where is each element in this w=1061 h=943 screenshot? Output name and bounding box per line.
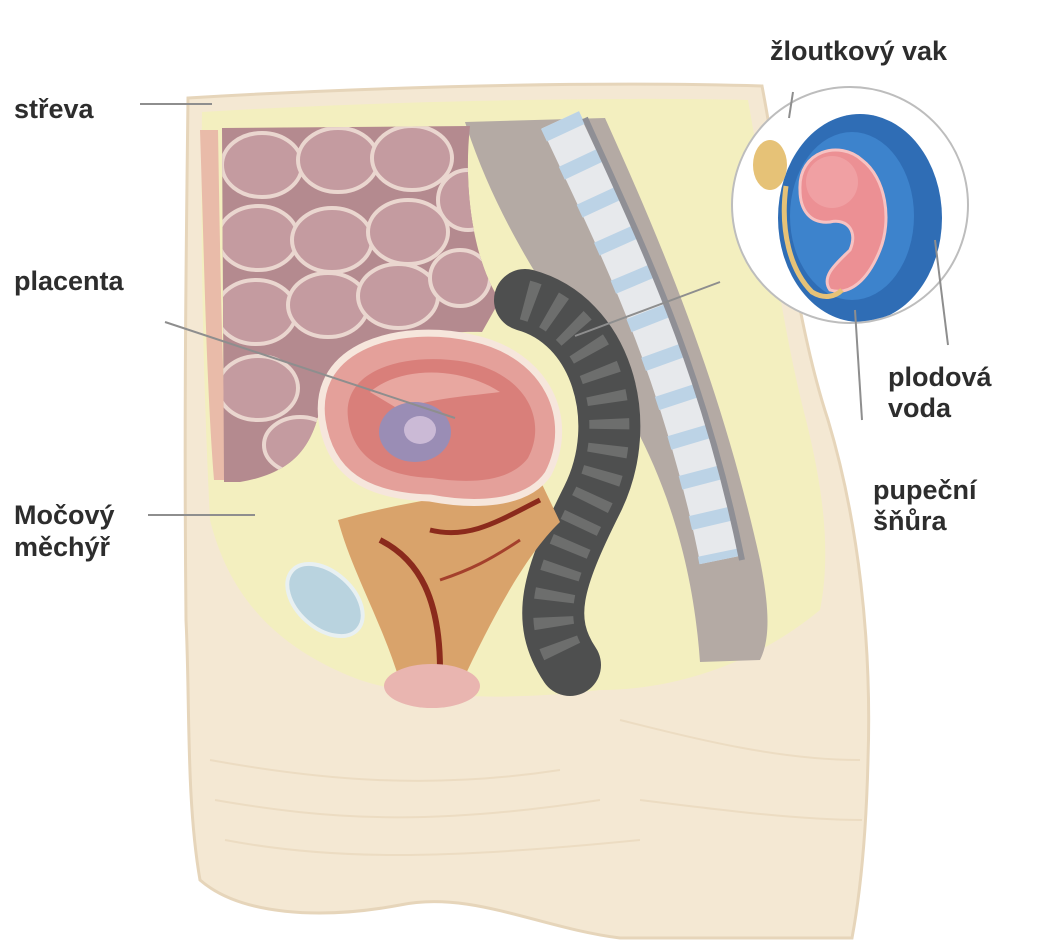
embryo-in-uterus bbox=[379, 402, 451, 462]
label-bladder-line2: měchýř bbox=[14, 532, 111, 562]
perineum bbox=[384, 664, 480, 708]
yolk-sac bbox=[753, 140, 787, 190]
label-umbilical-cord-line1: pupeční bbox=[873, 475, 978, 505]
label-placenta: placenta bbox=[14, 266, 125, 296]
label-intestines: střeva bbox=[14, 94, 95, 124]
embryo-inset bbox=[732, 87, 968, 323]
label-bladder-line1: Močový bbox=[14, 500, 115, 530]
label-umbilical-cord-line2: šňůra bbox=[873, 506, 948, 536]
label-amniotic-fluid-line1: plodová bbox=[888, 362, 992, 392]
label-yolk-sac: žloutkový vak bbox=[770, 36, 948, 66]
leader-umbilical-cord bbox=[855, 310, 862, 420]
label-amniotic-fluid-line2: voda bbox=[888, 393, 952, 423]
